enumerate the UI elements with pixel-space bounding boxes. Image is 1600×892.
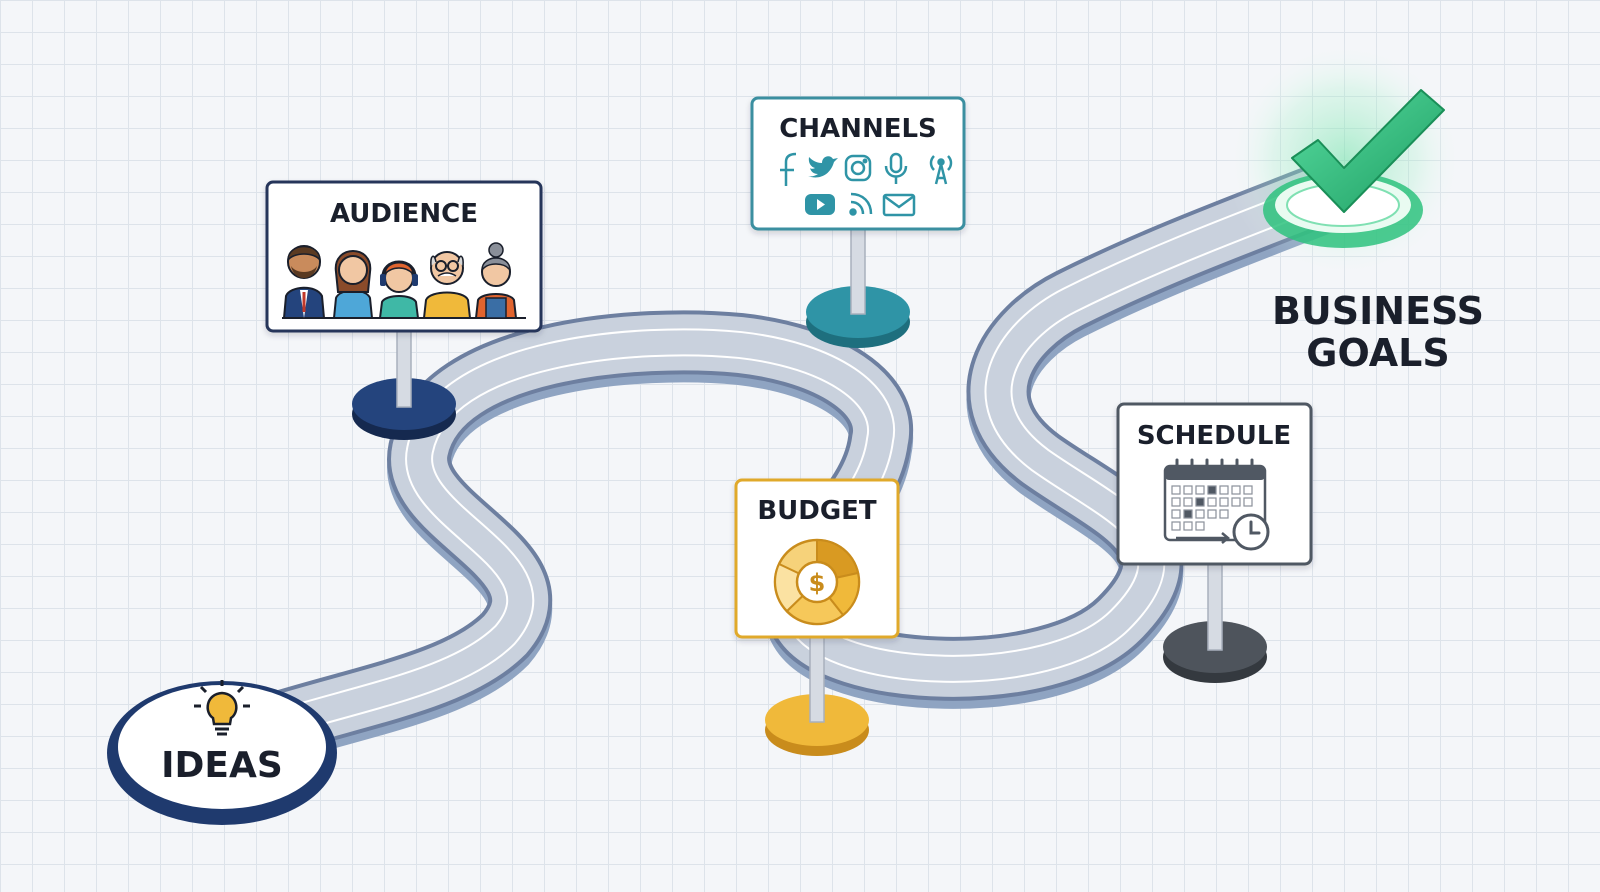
microphone-icon	[884, 152, 908, 184]
business-goals-line2: GOALS	[1306, 331, 1449, 375]
lightbulb-icon	[194, 680, 250, 736]
social-media-icons	[780, 152, 953, 217]
twitter-icon	[808, 156, 838, 178]
rss-feed-icon	[849, 192, 873, 216]
audience-sign: AUDIENCE	[265, 180, 543, 440]
dollar-pie-chart-icon: $	[773, 538, 861, 626]
channels-title: CHANNELS	[779, 114, 937, 144]
checkmark-icon	[1291, 89, 1445, 213]
svg-text:$: $	[809, 569, 826, 597]
business-goals-node: BUSINESS GOALS	[1225, 40, 1484, 375]
facebook-icon	[780, 152, 797, 186]
budget-sign: BUDGET $	[734, 478, 900, 756]
broadcast-tower-icon	[929, 155, 953, 185]
instagram-icon	[844, 154, 872, 182]
budget-title: BUDGET	[757, 496, 877, 526]
audience-title: AUDIENCE	[330, 199, 478, 229]
calendar-clock-icon	[1163, 458, 1270, 551]
youtube-icon	[805, 194, 835, 215]
schedule-title: SCHEDULE	[1137, 421, 1291, 451]
ideas-label: IDEAS	[161, 745, 283, 786]
email-envelope-icon	[882, 193, 916, 217]
schedule-sign: SCHEDULE	[1116, 402, 1313, 683]
business-goals-line1: BUSINESS	[1272, 289, 1484, 333]
channels-sign: CHANNELS	[750, 96, 966, 348]
people-group-icon	[282, 242, 526, 319]
ideas-start-node: IDEAS	[107, 680, 337, 825]
